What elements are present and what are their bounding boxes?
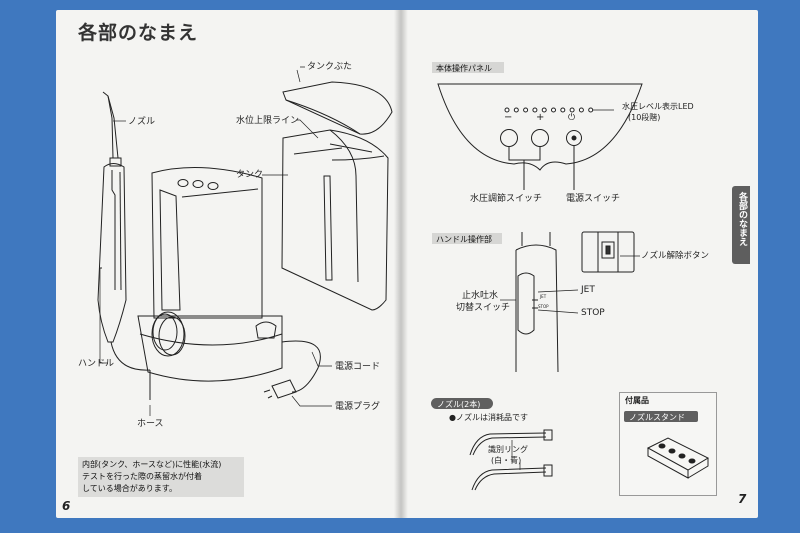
page-title: 各部のなまえ [78,22,199,44]
note-line-2: テストを行った際の蒸留水が付着 [82,472,202,481]
hose-illustration [110,311,186,400]
panel-heading: 本体操作パネル [432,62,504,73]
led-dot [523,107,529,113]
label-release-button: ノズル解除ボタン [641,251,710,261]
led-dot [551,107,556,113]
note-line-3: している場合があります。 [82,484,177,493]
accessory-box [619,392,717,496]
label-power-plug: 電源プラグ [335,402,381,412]
led-dot [504,107,510,113]
tank-illustration [281,129,389,311]
label-water-level: 水位上限ライン [236,116,300,126]
label-stop-switch-2: 切替スイッチ [456,303,511,313]
power-symbol: ⏻ [568,113,576,123]
leader-lines-left [99,66,332,416]
book-spine [394,10,408,518]
side-tab: 各部のなまえ [732,186,750,264]
switch-jet-mark: JET [540,294,547,299]
led-dot [560,107,566,113]
handle-heading: ハンドル操作部 [432,233,502,244]
led-dot [541,107,547,113]
label-power-switch: 電源スイッチ [566,194,621,204]
led-dot [578,107,584,113]
page-number-left: 6 [62,499,71,513]
nozzle-heading: ノズル(2本) [431,398,493,409]
label-power-cord: 電源コード [335,362,381,372]
page-number-right: 7 [738,492,747,506]
label-jet: JET [581,285,595,295]
label-stop: STOP [581,308,605,318]
label-pressure-switch: 水圧調節スイッチ [470,194,543,204]
led-dot [569,107,575,113]
main-unit-illustration [137,167,321,399]
label-ring: 識別リング [488,445,528,454]
plus-sign: + [536,112,545,123]
label-consumable: ●ノズルは消耗品です [449,413,528,422]
nozzle-stand-illustration [646,437,710,479]
minus-sign: − [504,112,513,123]
label-stop-switch-1: 止水吐水 [462,291,499,301]
handle-illustration [97,91,127,343]
accessory-heading: 付属品 [625,396,649,405]
label-handle: ハンドル [78,359,115,369]
label-led: 水圧レベル表示LED [622,102,694,111]
note-line-1: 内部(タンク、ホースなど)に性能(水流) [82,460,222,469]
label-tank-lid: タンクぶた [307,62,353,72]
note-box: 内部(タンク、ホースなど)に性能(水流) テストを行った際の蒸留水が付着 してい… [78,457,244,497]
led-dot [532,107,538,113]
nozzles-illustration [469,429,553,491]
led-row [504,107,594,113]
handle-detail-illustration [500,231,640,373]
tank-lid-illustration [282,81,393,135]
label-led-steps: (10段階) [628,113,661,122]
label-ring-colors: (白・青) [491,456,522,465]
control-panel-illustration [437,83,643,190]
label-hose: ホース [137,419,164,429]
label-nozzle: ノズル [128,117,156,127]
left-page [56,10,400,518]
accessory-item-bar: ノズルスタンド [624,411,698,422]
led-dot [513,107,519,113]
led-dot [588,107,594,113]
switch-stop-mark: STOP [538,304,549,309]
